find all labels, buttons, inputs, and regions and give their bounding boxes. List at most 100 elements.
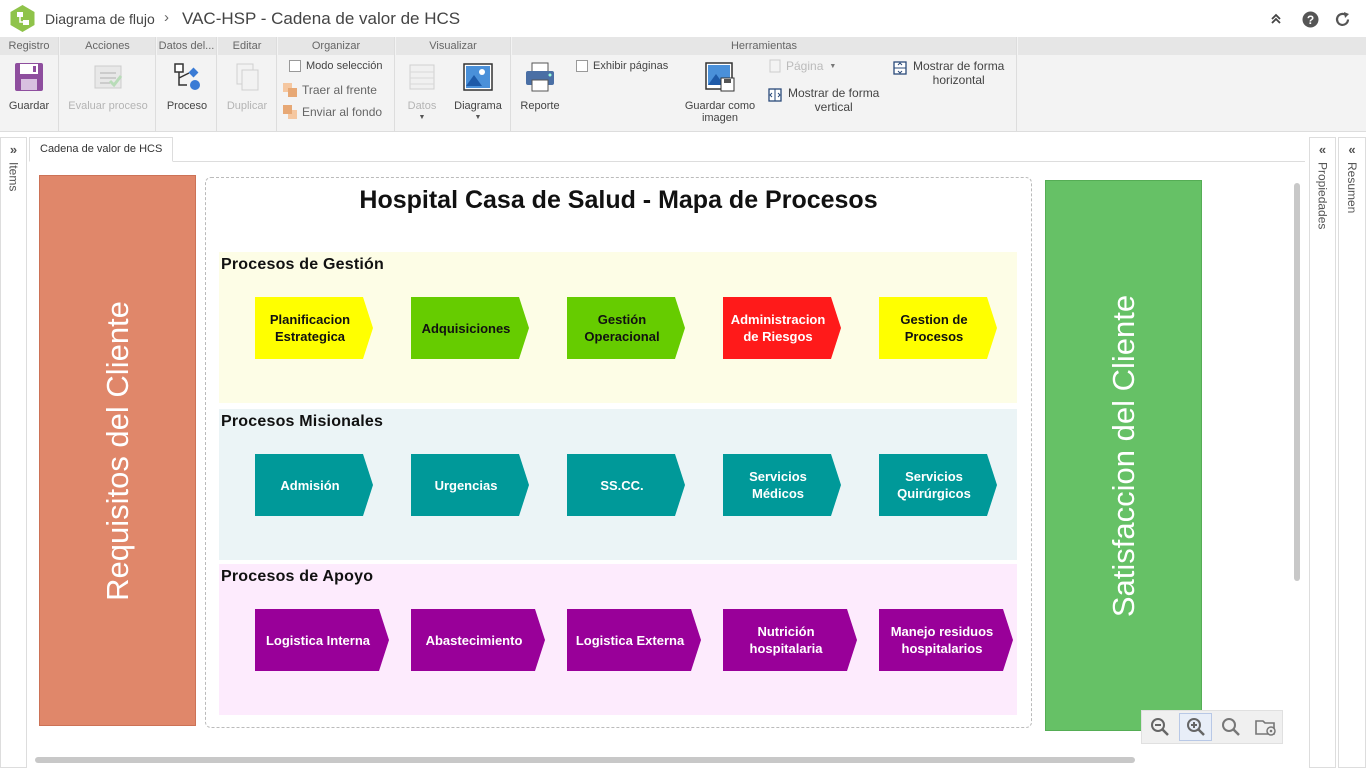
chevron-shape xyxy=(879,609,1013,671)
items-panel-toggle[interactable]: » Items xyxy=(0,137,27,768)
diagram-canvas[interactable]: Requisitos del Cliente Hospital Casa de … xyxy=(29,163,1305,768)
chevron-shape xyxy=(255,297,373,359)
chevron-shape xyxy=(255,609,389,671)
chevron-shape xyxy=(411,609,545,671)
diagram-image-icon xyxy=(463,63,493,91)
dropdown-caret-icon: ▼ xyxy=(474,114,482,121)
chevron-shape xyxy=(411,297,529,359)
duplicate-button[interactable]: Duplicar xyxy=(220,55,274,112)
dropdown-caret-icon: ▼ xyxy=(418,114,426,121)
group-organizar: Organizar Modo selección Traer al frente… xyxy=(278,37,395,131)
show-vertical-button[interactable]: Mostrar de forma vertical xyxy=(768,86,879,114)
customer-requirements-bar[interactable]: Requisitos del Cliente xyxy=(39,175,196,726)
group-label: Organizar xyxy=(278,37,394,55)
bring-to-front-button[interactable]: Traer al frente xyxy=(282,82,377,98)
process-chevron[interactable]: Urgencias xyxy=(411,454,529,516)
group-label-empty xyxy=(1018,37,1366,55)
report-button[interactable]: Reporte xyxy=(516,55,564,112)
process-chevron[interactable]: Adquisiciones xyxy=(411,297,529,359)
process-label-line1: Servicios xyxy=(905,469,963,484)
dropdown-caret-icon: ▼ xyxy=(829,62,837,70)
horizontal-layout-icon xyxy=(893,61,907,75)
show-horizontal-button[interactable]: Mostrar de forma horizontal xyxy=(893,59,1004,87)
horizontal-scrollbar[interactable] xyxy=(35,757,1135,763)
folder-settings-icon[interactable] xyxy=(1249,713,1282,741)
save-as-image-button[interactable]: Guardar como imagen xyxy=(680,55,760,124)
breadcrumb-root[interactable]: Diagrama de flujo xyxy=(45,11,155,27)
customer-satisfaction-bar[interactable]: Satisfaccion del Cliente xyxy=(1045,180,1202,731)
process-label-line1: Gestión xyxy=(597,312,647,327)
save-label: Guardar xyxy=(8,100,50,112)
zoom-in-icon[interactable] xyxy=(1178,713,1213,741)
data-dropdown-button[interactable]: Datos ▼ xyxy=(400,55,444,124)
show-horizontal-label-1: Mostrar de forma xyxy=(913,59,1005,73)
send-to-back-button[interactable]: Enviar al fondo xyxy=(282,104,382,120)
lane-title: Procesos Misionales xyxy=(221,413,384,430)
process-flow-icon xyxy=(174,63,200,90)
summary-panel-label: Resumen xyxy=(1345,162,1359,214)
diagram-label: Diagrama xyxy=(454,100,502,112)
customer-satisfaction-label: Satisfaccion del Cliente xyxy=(1105,294,1141,617)
title-bar: Diagrama de flujo › VAC-HSP - Cadena de … xyxy=(0,0,1366,37)
process-label-line1: Gestion de xyxy=(900,312,968,327)
process-button[interactable]: Proceso xyxy=(160,55,214,112)
group-visualizar: Visualizar Datos ▼ Diagrama ▼ xyxy=(396,37,511,131)
process-label-line1: Adquisiciones xyxy=(421,320,511,336)
show-pages-checkbox[interactable]: Exhibir páginas xyxy=(576,60,668,72)
chevron-fill xyxy=(723,297,841,359)
expand-right-icon: » xyxy=(9,142,18,157)
group-editar: Editar Duplicar xyxy=(218,37,277,131)
printer-icon xyxy=(526,62,554,92)
selection-mode-checkbox[interactable]: Modo selección xyxy=(289,60,382,72)
zoom-fit-icon[interactable] xyxy=(1214,713,1247,741)
show-vertical-label-1: Mostrar de forma xyxy=(788,86,880,100)
process-chevron[interactable]: Abastecimiento xyxy=(411,609,545,671)
summary-panel-toggle[interactable]: « Resumen xyxy=(1338,137,1366,768)
group-empty xyxy=(1018,37,1366,131)
help-icon[interactable]: ? xyxy=(1300,9,1320,29)
data-label: Datos xyxy=(407,100,437,112)
group-herramientas: Herramientas Reporte Exhibir páginas Gua… xyxy=(512,37,1017,131)
collapse-up-icon[interactable] xyxy=(1266,9,1286,29)
refresh-icon[interactable] xyxy=(1332,9,1352,29)
page-dropdown[interactable]: Página ▼ xyxy=(768,59,836,73)
process-map-frame[interactable]: Hospital Casa de Salud - Mapa de Proceso… xyxy=(205,177,1032,728)
process-label-line1: Manejo residuos xyxy=(890,624,994,639)
bring-to-front-label: Traer al frente xyxy=(302,83,377,97)
process-chevron[interactable]: Logistica Interna xyxy=(255,609,389,671)
properties-panel-toggle[interactable]: « Propiedades xyxy=(1309,137,1336,768)
app-logo-icon[interactable] xyxy=(8,4,37,33)
zoom-out-icon[interactable] xyxy=(1144,713,1177,741)
process-chevron[interactable]: SS.CC. xyxy=(567,454,685,516)
process-chevron[interactable]: Admisión xyxy=(255,454,373,516)
vertical-scrollbar[interactable] xyxy=(1294,183,1300,581)
chevron-shape xyxy=(255,454,373,516)
process-label-line1: Servicios xyxy=(749,469,807,484)
process-chevron[interactable]: Logistica Externa xyxy=(567,609,701,671)
save-button[interactable]: Guardar xyxy=(2,55,56,112)
diagram-dropdown-button[interactable]: Diagrama ▼ xyxy=(450,55,506,124)
lane-title: Procesos de Apoyo xyxy=(221,568,374,585)
process-label: Urgencias xyxy=(411,454,529,516)
tab-cadena-valor[interactable]: Cadena de valor de HCS xyxy=(29,137,174,162)
evaluate-process-button[interactable]: Evaluar proceso xyxy=(64,55,152,112)
report-label: Reporte xyxy=(520,100,560,112)
save-image-label-2: imagen xyxy=(701,112,739,124)
chevron-fill xyxy=(411,297,529,359)
evaluate-process-label: Evaluar proceso xyxy=(68,100,148,112)
